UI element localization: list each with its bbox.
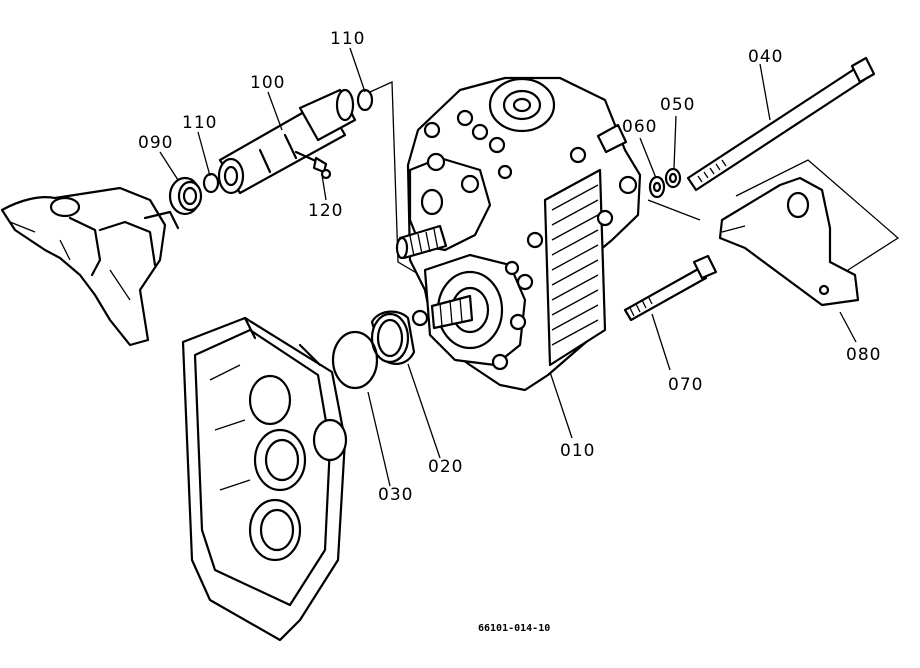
- housing-fragment: [0, 186, 180, 347]
- label-060: 060: [622, 117, 657, 137]
- label-050: 050: [660, 95, 695, 115]
- label-090: 090: [138, 133, 173, 153]
- label-080: 080: [846, 345, 881, 365]
- label-040: 040: [748, 47, 783, 67]
- part-110-snap-ring-upper: [356, 88, 374, 112]
- label-020: 020: [428, 457, 463, 477]
- part-080-bracket: [647, 159, 900, 307]
- part-040-long-bolt: [686, 56, 876, 192]
- part-090-bearing: [168, 176, 203, 216]
- part-010-pump-body: [395, 76, 642, 392]
- part-070-bolt: [623, 254, 718, 322]
- label-110-lower: 110: [182, 113, 217, 133]
- part-050-washer: [664, 167, 682, 189]
- label-120: 120: [308, 201, 343, 221]
- transmission-housing: [181, 316, 348, 642]
- part-020-seal: [370, 310, 416, 366]
- part-110-snap-ring-lower: [202, 172, 220, 194]
- label-100: 100: [250, 73, 285, 93]
- label-030: 030: [378, 485, 413, 505]
- part-labels: 110 100 110 090 120 040 050 060 080 070 …: [138, 29, 881, 505]
- label-110-upper: 110: [330, 29, 365, 49]
- part-120-fitting: [294, 150, 332, 180]
- part-060-washer: [648, 175, 666, 199]
- part-030-o-ring: [331, 330, 379, 390]
- drawing-code: 66101-014-10: [478, 623, 550, 634]
- label-010: 010: [560, 441, 595, 461]
- label-070: 070: [668, 375, 703, 395]
- leader-lines: [159, 47, 857, 487]
- part-100-shaft: [217, 88, 357, 195]
